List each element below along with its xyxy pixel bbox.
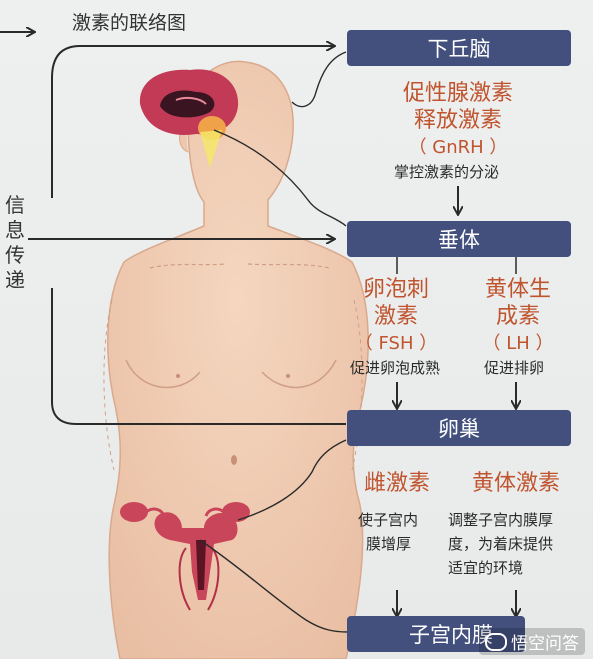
- box-uterus: 子宫内膜: [347, 616, 525, 652]
- fsh-line2: 激素: [373, 304, 418, 329]
- brain-illustration: [139, 69, 239, 168]
- estrogen-desc-line2: 膜增厚: [366, 535, 412, 553]
- fsh-desc: 促进卵泡成熟: [350, 359, 441, 377]
- gnrh-abbr: （ GnRH ）: [408, 137, 508, 158]
- gnrh-line1: 促性腺激素: [402, 81, 513, 106]
- lh-abbr: （ LH ）: [482, 333, 554, 354]
- pointer-lines: [199, 51, 349, 633]
- side-label: 信息传递: [5, 193, 25, 292]
- flow-arrows: [397, 186, 516, 616]
- watermark: 悟空问答: [479, 628, 585, 655]
- progesterone-desc-line3: 适宜的环境: [448, 559, 524, 577]
- box-hypothalamus: 下丘脑: [347, 30, 571, 66]
- box-ovary: 卵巢: [347, 410, 571, 446]
- lh-desc: 促进排卵: [484, 359, 545, 377]
- lh-line1: 黄体生: [484, 277, 551, 302]
- watermark-text: 悟空问答: [511, 634, 579, 654]
- diagram-title: 激素的联络图: [72, 12, 187, 34]
- progesterone-desc-line1: 调整子宫内膜厚: [448, 511, 554, 529]
- fsh-abbr: （ FSH ）: [354, 333, 438, 354]
- lh-line2: 成素: [495, 304, 540, 329]
- body-figure: [103, 60, 369, 659]
- gnrh-line2: 释放激素: [413, 108, 502, 133]
- progesterone-label: 黄体激素: [471, 471, 560, 496]
- signal-loop: [28, 46, 346, 425]
- gnrh-desc: 掌控激素的分泌: [394, 163, 500, 181]
- estrogen-desc-line1: 使子宫内: [358, 511, 419, 529]
- progesterone-desc-line2: 度，为着床提供: [448, 535, 554, 553]
- box-pituitary: 垂体: [347, 221, 571, 257]
- chat-bubble-icon: [485, 633, 507, 651]
- uterus-illustration: [120, 502, 250, 611]
- estrogen-label: 雌激素: [363, 471, 430, 496]
- fsh-line1: 卵泡刺: [362, 277, 429, 302]
